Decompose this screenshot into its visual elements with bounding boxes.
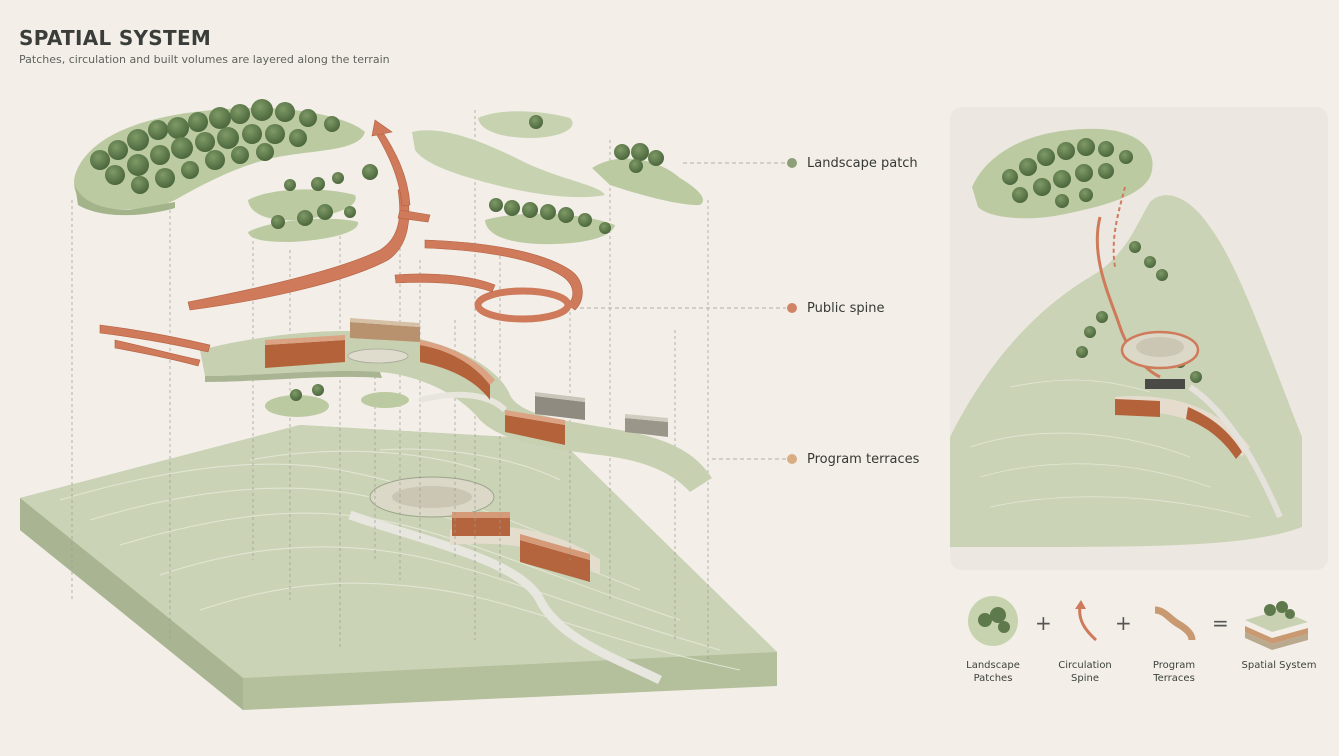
legend-label-public-spine: Public spine [807,301,885,316]
equation-label-program-terraces: Program Terraces [1152,660,1196,684]
public-spine-layer [99,119,583,367]
assembled-view-panel [950,107,1328,570]
legend-dot-spine [787,303,797,313]
legend-dot-terraces [787,454,797,464]
page-subtitle: Patches, circulation and built volumes a… [19,53,390,66]
program-terraces-layer [200,318,712,492]
terrain-base [20,425,777,710]
equation-label-circulation-spine: Circulation Spine [1058,660,1112,684]
equation-label-spatial-system: Spatial System [1241,660,1317,671]
assembled-axonometric [950,128,1302,548]
plus-operator: + [1035,611,1052,635]
equals-operator: = [1212,611,1229,635]
equation-label-landscape-patches: Landscape Patches [966,660,1020,684]
legend-dot-landscape [787,158,797,168]
legend-leaders [580,162,786,460]
page-title: SPATIAL SYSTEM [19,26,212,50]
legend-label-program-terraces: Program terraces [807,452,920,467]
landscape-patch-layer [74,99,704,401]
plus-operator: + [1115,611,1132,635]
legend-label-landscape-patch: Landscape patch [807,156,918,171]
